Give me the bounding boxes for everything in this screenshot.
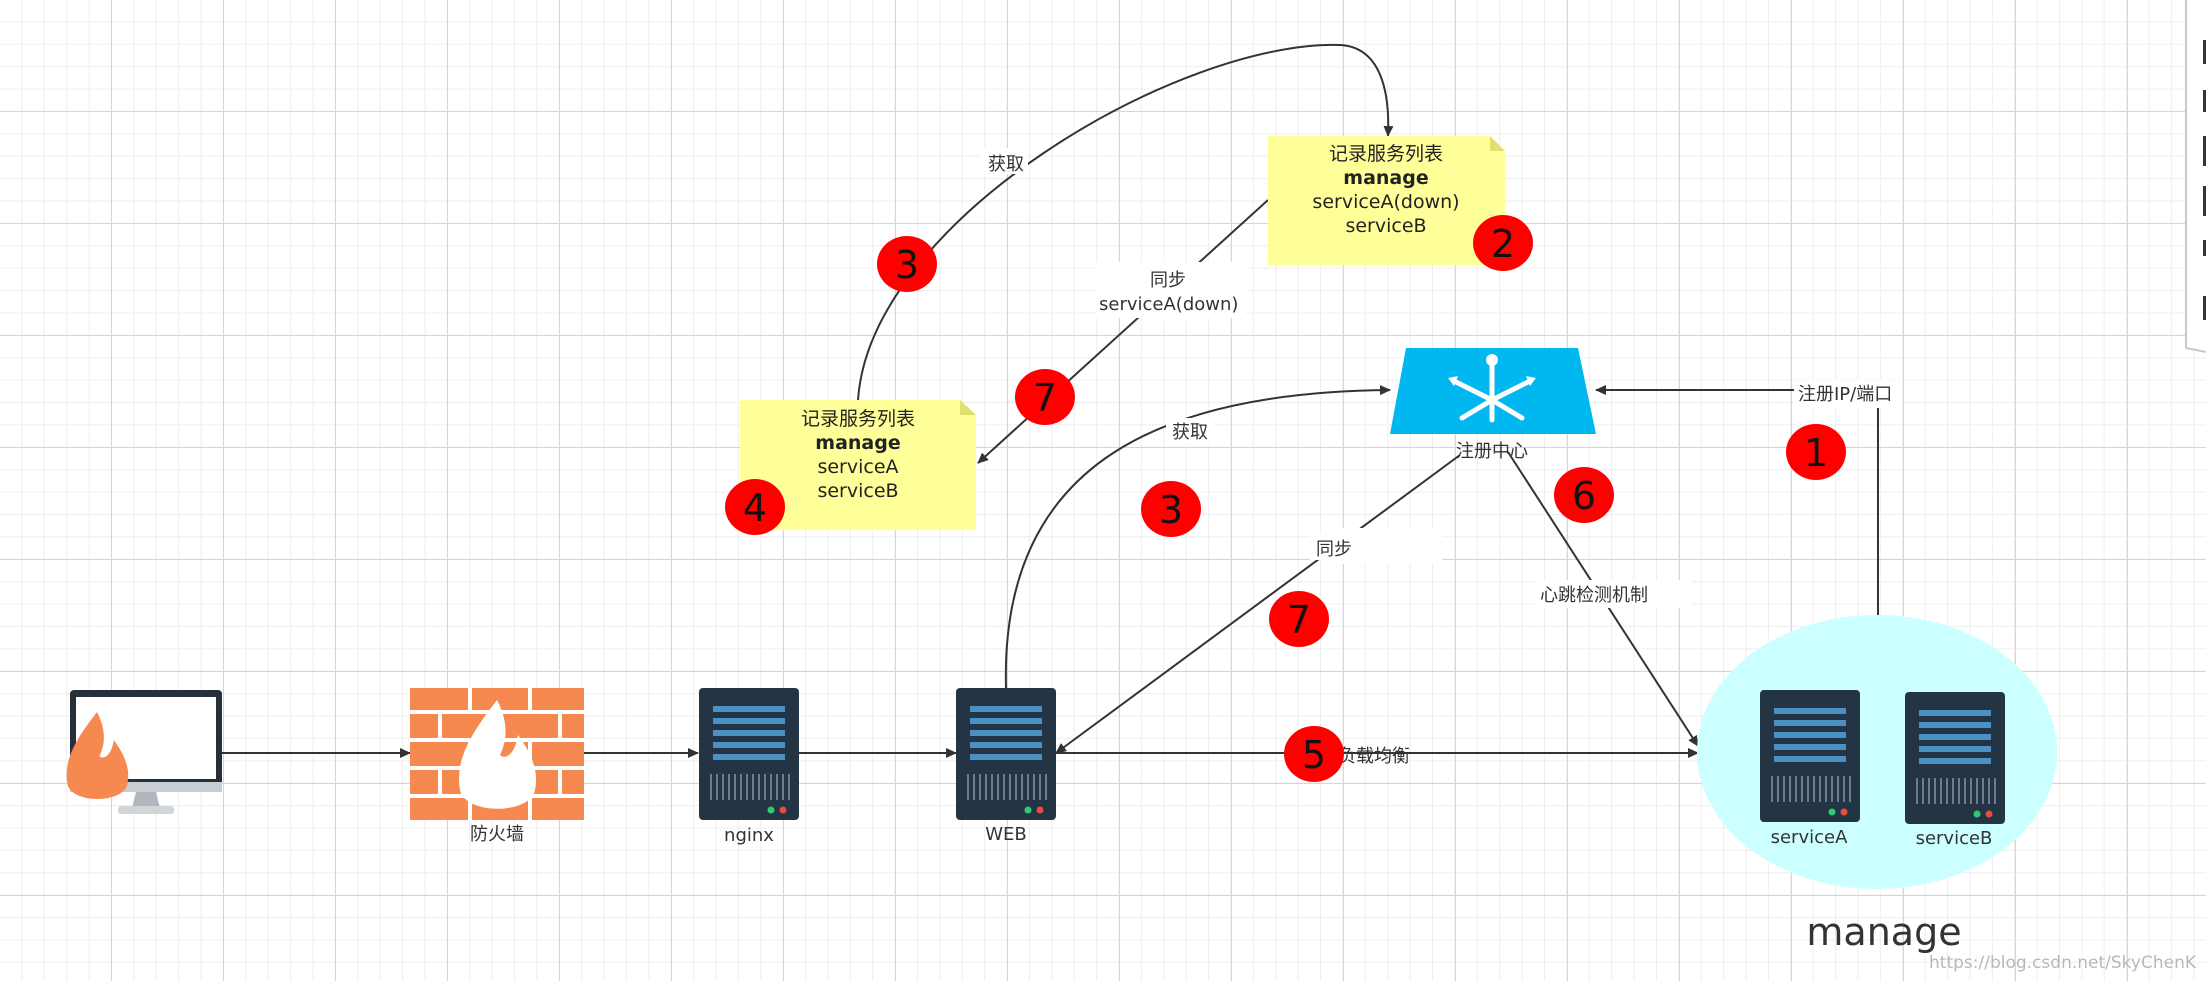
edge-label-sync-top-line1: 同步 bbox=[1150, 270, 1186, 291]
edge-label-fetch-top: 获取 bbox=[988, 154, 1024, 175]
side-panel-edge bbox=[2185, 0, 2206, 353]
firewall-icon bbox=[66, 688, 584, 820]
web-server-icon bbox=[955, 687, 1057, 821]
note-left-group: manage bbox=[815, 432, 900, 454]
step-badge-3-top: 3 bbox=[877, 236, 937, 292]
svg-text:6: 6 bbox=[1572, 474, 1596, 518]
edge-label-load-balance: 负载均衡 bbox=[1338, 746, 1410, 767]
step-badge-4: 4 bbox=[725, 479, 785, 535]
note-left-item: serviceA bbox=[817, 456, 898, 478]
service-a-label: serviceA bbox=[1771, 827, 1848, 848]
service-b-server-icon bbox=[1904, 691, 2006, 825]
step-badge-1: 1 bbox=[1786, 424, 1846, 480]
svg-text:3: 3 bbox=[895, 243, 919, 287]
step-badge-3-mid: 3 bbox=[1141, 481, 1201, 537]
edge-label-sync-web: 同步 bbox=[1316, 539, 1352, 560]
edges bbox=[218, 43, 1879, 758]
note-left-item: serviceB bbox=[817, 480, 898, 502]
note-left-title: 记录服务列表 bbox=[801, 408, 915, 430]
note-top-title: 记录服务列表 bbox=[1329, 143, 1443, 165]
svg-text:7: 7 bbox=[1287, 598, 1311, 642]
svg-text:2: 2 bbox=[1491, 222, 1515, 266]
nginx-label: nginx bbox=[724, 825, 774, 846]
note-top: 记录服务列表 manage serviceA(down) serviceB bbox=[1268, 136, 1505, 265]
registry-label: 注册中心 bbox=[1456, 441, 1528, 462]
edge-label-fetch-web: 获取 bbox=[1172, 422, 1208, 443]
step-badges: 1 2 3 3 4 5 6 7 bbox=[725, 215, 1846, 782]
svg-text:4: 4 bbox=[743, 486, 767, 530]
edge-registry-web-sync bbox=[1055, 454, 1461, 754]
service-b-label: serviceB bbox=[1916, 828, 1993, 849]
web-label: WEB bbox=[985, 824, 1027, 845]
edge-label-heartbeat: 心跳检测机制 bbox=[1540, 585, 1648, 606]
edge-label-register: 注册IP/端口 bbox=[1798, 384, 1892, 405]
step-badge-7-top: 7 bbox=[1015, 369, 1075, 425]
firewall-label: 防火墙 bbox=[470, 824, 524, 845]
edge-label-sync-top-line2: serviceA(down) bbox=[1099, 294, 1238, 315]
step-badge-2: 2 bbox=[1473, 215, 1533, 271]
cluster-label: manage bbox=[1806, 910, 1961, 954]
svg-text:1: 1 bbox=[1804, 431, 1828, 475]
note-top-item: serviceB bbox=[1345, 215, 1426, 237]
edge-note-top-to-note-left-sync bbox=[977, 199, 1269, 464]
svg-text:3: 3 bbox=[1159, 488, 1183, 532]
edge-web-registry-fetch bbox=[1004, 385, 1391, 689]
step-badge-5: 5 bbox=[1284, 726, 1344, 782]
nginx-server-icon bbox=[698, 687, 800, 821]
note-top-item: serviceA(down) bbox=[1312, 191, 1459, 213]
service-a-server-icon bbox=[1759, 689, 1861, 823]
edge-labels: 负载均衡 获取 同步 serviceA(down) 获取 同步 心跳检测机制 注… bbox=[980, 148, 1902, 767]
registry-icon bbox=[1390, 348, 1596, 434]
step-badge-6: 6 bbox=[1554, 467, 1614, 523]
svg-text:5: 5 bbox=[1302, 733, 1326, 777]
svg-text:7: 7 bbox=[1033, 376, 1057, 420]
note-left: 记录服务列表 manage serviceA serviceB bbox=[740, 400, 976, 530]
note-top-group: manage bbox=[1343, 167, 1428, 189]
step-badge-7-mid: 7 bbox=[1269, 591, 1329, 647]
watermark: https://blog.csdn.net/SkyChenK bbox=[1929, 953, 2197, 973]
